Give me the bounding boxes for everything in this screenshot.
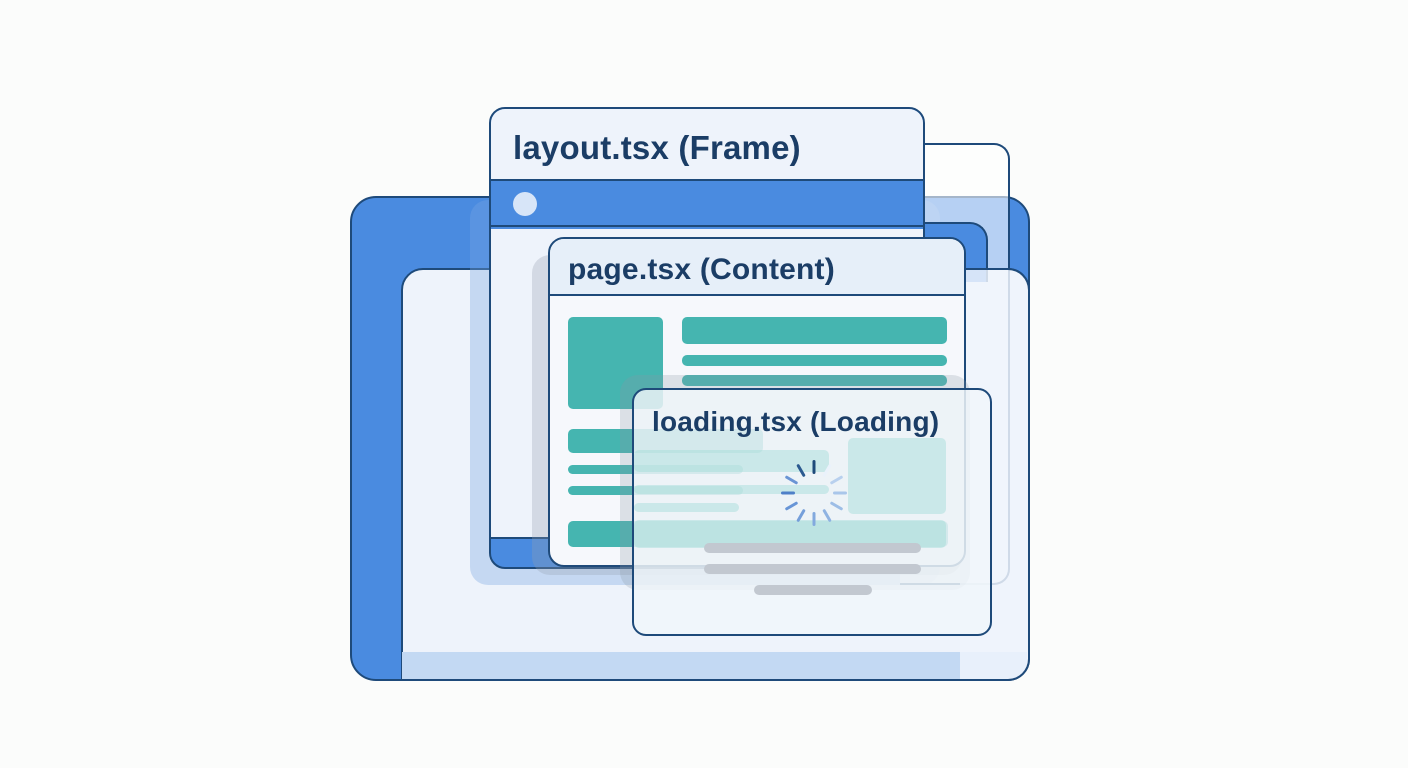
skeleton-gray-line-2 [704, 564, 921, 574]
skeleton-gray-line-3 [754, 585, 872, 595]
skeleton-gray-line-1 [704, 543, 921, 553]
skeleton-image-right [848, 438, 946, 514]
layout-title: layout.tsx (Frame) [513, 129, 801, 166]
skeleton-block-left [634, 450, 829, 472]
page-title: page.tsx (Content) [568, 253, 835, 286]
content-heading-bar [682, 317, 947, 344]
skeleton-line-left-1 [634, 485, 829, 494]
loading-title: loading.tsx (Loading) [652, 406, 940, 437]
layout-toolbar [491, 183, 923, 227]
window-dot-icon [513, 192, 537, 216]
skeleton-line-left-2 [634, 503, 739, 512]
page-titlebar: page.tsx (Content) [550, 239, 964, 296]
root-frame-bottom-strip [402, 652, 1027, 679]
layout-titlebar: layout.tsx (Frame) [491, 109, 923, 181]
content-line-1 [682, 355, 947, 366]
content-line-2 [682, 375, 947, 386]
loading-window: loading.tsx (Loading) [632, 388, 992, 636]
loading-spinner-icon [779, 458, 849, 528]
